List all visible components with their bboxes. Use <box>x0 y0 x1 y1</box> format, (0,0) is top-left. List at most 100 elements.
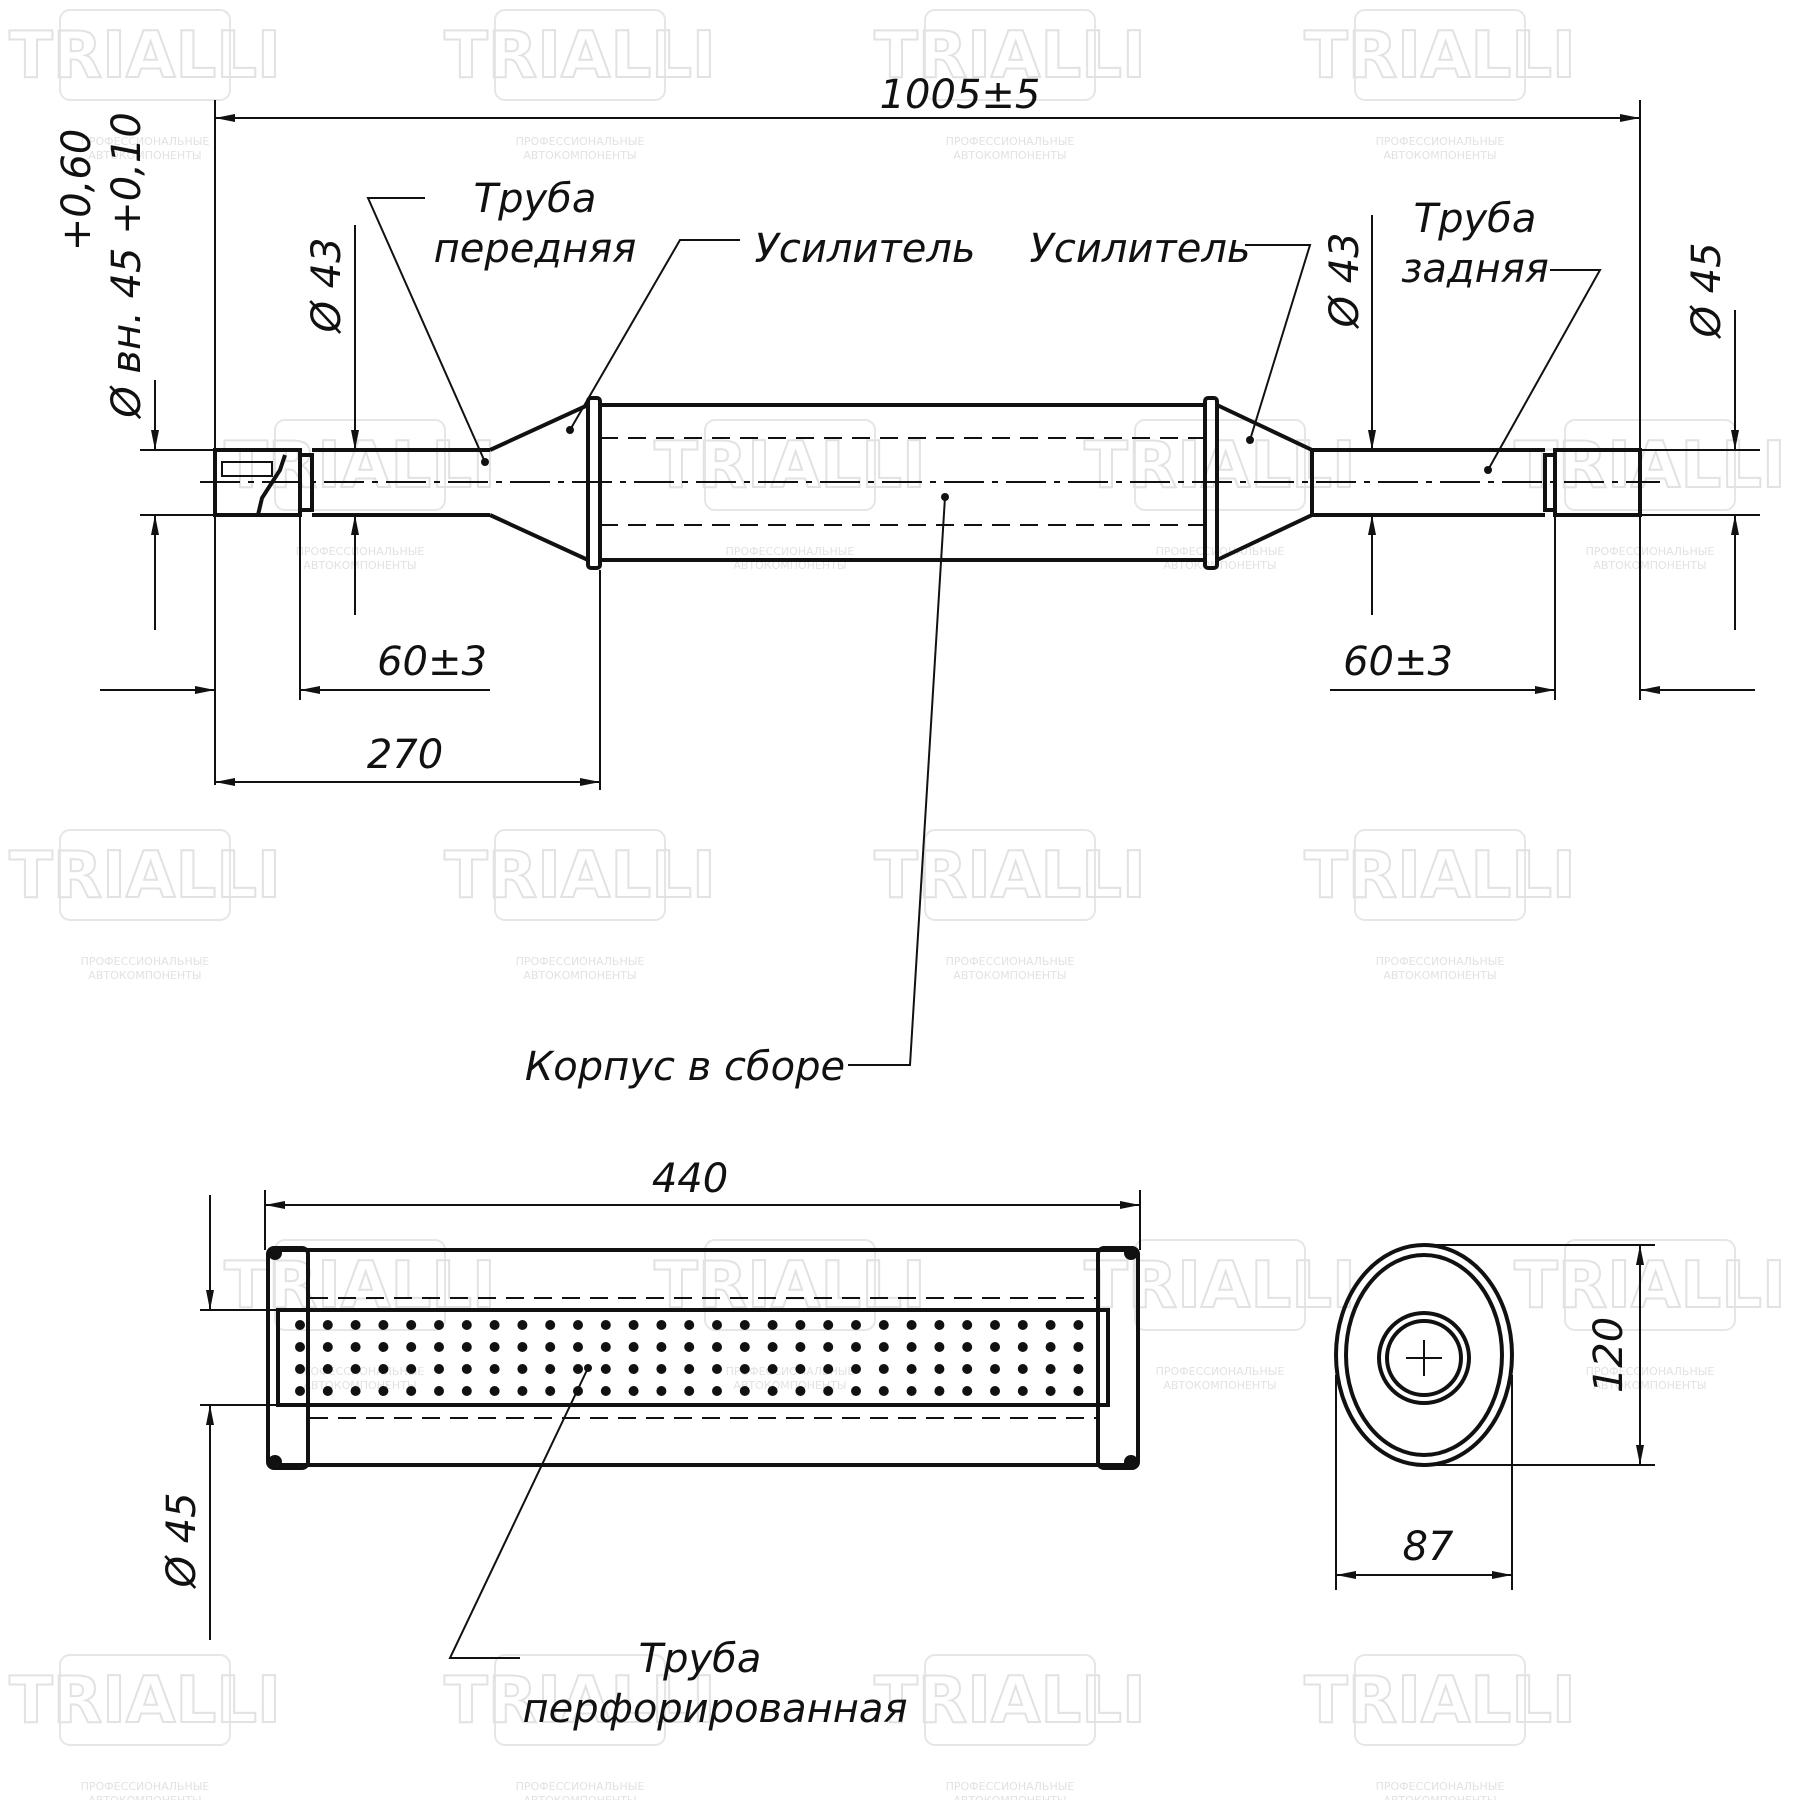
watermark-tagline: ПРОФЕССИОНАЛЬНЫЕ <box>81 135 210 148</box>
watermark-tagline: АВТОКОМПОНЕНТЫ <box>1593 1379 1706 1392</box>
perforation-hole <box>906 1364 917 1374</box>
watermark-tagline: ПРОФЕССИОНАЛЬНЫЕ <box>1156 1365 1285 1378</box>
watermark-logo: TRIALLI <box>444 1664 716 1738</box>
perforation-hole <box>628 1320 639 1330</box>
perforation-hole <box>489 1342 500 1352</box>
perforation-hole <box>739 1342 750 1352</box>
watermark-frame <box>1134 1239 1306 1331</box>
perforation-hole <box>1017 1342 1028 1352</box>
reinforcement-right-label: Усилитель <box>1030 226 1251 272</box>
perforation-hole <box>295 1386 305 1396</box>
perforation-hole <box>878 1386 889 1396</box>
watermark-frame <box>59 9 231 101</box>
watermark-tagline: АВТОКОМПОНЕНТЫ <box>88 149 201 162</box>
watermark-logo: TRIALLI <box>874 19 1146 93</box>
perforation-hole <box>851 1342 861 1352</box>
perforation-hole <box>878 1364 889 1374</box>
perforation-hole <box>1073 1342 1084 1352</box>
perforation-hole <box>684 1342 695 1352</box>
perforation-hole <box>906 1320 917 1330</box>
perforation-hole <box>739 1386 750 1396</box>
perforation-hole <box>517 1364 528 1374</box>
perforation-hole <box>350 1386 361 1396</box>
perforation-hole <box>600 1386 611 1396</box>
watermark-tagline: АВТОКОМПОНЕНТЫ <box>523 149 636 162</box>
perforation-hole <box>461 1364 472 1374</box>
watermark-tagline: ПРОФЕССИОНАЛЬНЫЕ <box>726 1365 855 1378</box>
watermark-tagline: АВТОКОМПОНЕНТЫ <box>1163 1379 1276 1392</box>
watermark-tagline: АВТОКОМПОНЕНТЫ <box>88 1794 201 1800</box>
perforation-hole <box>628 1386 639 1396</box>
watermark-tagline: АВТОКОМПОНЕНТЫ <box>1383 149 1496 162</box>
perforation-hole <box>322 1364 333 1374</box>
watermark-tagline: АВТОКОМПОНЕНТЫ <box>1383 969 1496 982</box>
perforation-hole <box>656 1364 667 1374</box>
perforation-hole <box>823 1386 834 1396</box>
perforation-hole <box>600 1364 611 1374</box>
perforation-hole <box>434 1342 444 1352</box>
watermark-logo: TRIALLI <box>1514 1249 1786 1323</box>
perforation-hole <box>350 1364 361 1374</box>
perforation-hole <box>628 1342 639 1352</box>
perforated-diameter-dim: Ø 45 <box>159 1492 205 1589</box>
watermark-logo: TRIALLI <box>1304 839 1576 913</box>
watermark-tagline: ПРОФЕССИОНАЛЬНЫЕ <box>516 135 645 148</box>
perforation-hole <box>378 1342 389 1352</box>
perforation-hole <box>906 1386 917 1396</box>
perforation-hole <box>990 1364 1000 1374</box>
perforation-hole <box>322 1342 333 1352</box>
perforation-hole <box>1017 1364 1028 1374</box>
perforation-hole <box>406 1364 417 1374</box>
watermark-logo: TRIALLI <box>9 1664 281 1738</box>
watermark-layer: TRIALLIПРОФЕССИОНАЛЬНЫЕАВТОКОМПОНЕНТЫTRI… <box>8 9 1787 1800</box>
perforation-hole <box>712 1364 722 1374</box>
watermark-tagline: АВТОКОМПОНЕНТЫ <box>88 969 201 982</box>
rear-pipe-diameter-45-dim: Ø 45 <box>1684 242 1730 339</box>
perforation-hole <box>795 1364 806 1374</box>
watermark-tagline: АВТОКОМПОНЕНТЫ <box>953 969 1066 982</box>
reinforcement-left-label: Усилитель <box>755 226 976 272</box>
perforation-hole <box>795 1342 806 1352</box>
perforation-hole <box>600 1342 611 1352</box>
watermark-frame <box>494 829 666 921</box>
watermark-tagline: АВТОКОМПОНЕНТЫ <box>523 1794 636 1800</box>
perforation-hole <box>295 1320 305 1330</box>
perforation-hole <box>851 1364 861 1374</box>
front-pipe-label-2: передняя <box>434 226 637 272</box>
watermark-tagline: АВТОКОМПОНЕНТЫ <box>1383 1794 1496 1800</box>
watermark-logo: TRIALLI <box>1514 429 1786 503</box>
perforation-hole <box>823 1320 834 1330</box>
watermark-tagline: ПРОФЕССИОНАЛЬНЫЕ <box>1586 1365 1715 1378</box>
perforated-pipe-label-2: перфорированная <box>522 1686 907 1732</box>
perforation-hole <box>461 1342 472 1352</box>
perforation-hole <box>656 1342 667 1352</box>
front-to-body-dim: 270 <box>367 732 443 778</box>
overall-length-dim: 1005±5 <box>880 72 1041 118</box>
watermark-frame <box>274 419 446 511</box>
perforation-hole <box>434 1386 444 1396</box>
perforation-hole <box>712 1386 722 1396</box>
perforation-hole <box>712 1320 722 1330</box>
watermark-logo: TRIALLI <box>874 839 1146 913</box>
watermark-tagline: ПРОФЕССИОНАЛЬНЫЕ <box>1586 545 1715 558</box>
perforation-hole <box>295 1364 305 1374</box>
assembly-view <box>100 100 1760 1066</box>
rear-offset-dim: 60±3 <box>1343 639 1453 685</box>
watermark-tagline: АВТОКОМПОНЕНТЫ <box>733 559 846 572</box>
watermark-tagline: ПРОФЕССИОНАЛЬНЫЕ <box>1376 135 1505 148</box>
perforation-hole <box>962 1386 973 1396</box>
body-length-dim: 440 <box>652 1156 728 1202</box>
watermark-tagline: ПРОФЕССИОНАЛЬНЫЕ <box>516 955 645 968</box>
perforation-hole <box>878 1320 889 1330</box>
perforation-hole <box>906 1342 917 1352</box>
perforation-hole <box>767 1342 778 1352</box>
perforation-hole <box>322 1386 333 1396</box>
perforation-hole <box>990 1320 1000 1330</box>
body-section-view <box>200 1190 1141 1659</box>
perforation-hole <box>1017 1386 1028 1396</box>
perforation-hole <box>767 1320 778 1330</box>
watermark-tagline: ПРОФЕССИОНАЛЬНЫЕ <box>1376 1780 1505 1793</box>
section-height-dim: 120 <box>1586 1317 1632 1393</box>
